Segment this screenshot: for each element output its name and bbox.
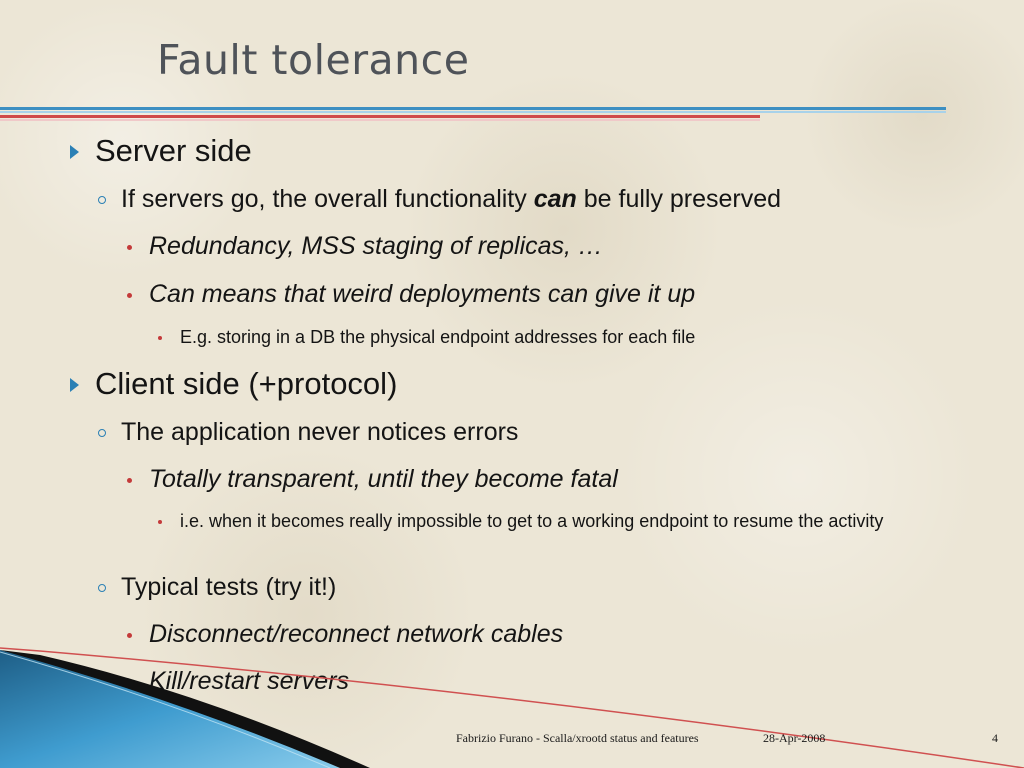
small-dot-bullet-icon — [158, 520, 162, 524]
dot-bullet-icon — [127, 680, 132, 685]
bullet-server-side: Server side — [95, 133, 252, 168]
dot-bullet-icon — [127, 245, 132, 250]
bullet-app-never: The application never notices errors — [121, 418, 519, 446]
dot-bullet-icon — [127, 478, 132, 483]
bullet-server-preserve: If servers go, the overall functionality… — [121, 185, 781, 214]
title-underline-decoration — [0, 107, 946, 121]
bullet-client-side: Client side (+protocol) — [95, 366, 398, 401]
bullet-redundancy: Redundancy, MSS staging of replicas, … — [149, 232, 603, 260]
bullet-typical-tests: Typical tests (try it!) — [121, 573, 337, 601]
footer-date: 28-Apr-2008 — [763, 731, 826, 745]
bullet-kill-restart: Kill/restart servers — [149, 667, 350, 695]
circle-bullet-icon — [98, 429, 106, 437]
footer-author: Fabrizio Furano - Scalla/xrootd status a… — [456, 731, 699, 745]
circle-bullet-icon — [98, 584, 106, 592]
bullet-eg-storing: E.g. storing in a DB the physical endpoi… — [180, 327, 696, 347]
bullet-ie-when: i.e. when it becomes really impossible t… — [180, 511, 884, 531]
circle-bullet-icon — [98, 196, 106, 204]
triangle-bullet-icon — [70, 378, 79, 392]
footer-page-number: 4 — [992, 731, 998, 745]
slide-title: Fault tolerance — [157, 36, 470, 84]
bullet-transparent: Totally transparent, until they become f… — [149, 465, 618, 493]
small-dot-bullet-icon — [158, 336, 162, 340]
text-segment: be fully preserved — [576, 185, 782, 213]
text-segment: If servers go, the overall functionality — [121, 185, 534, 213]
dot-bullet-icon — [127, 293, 132, 298]
bullet-can-means: Can means that weird deployments can giv… — [149, 280, 696, 308]
triangle-bullet-icon — [70, 145, 79, 159]
bullet-disconnect: Disconnect/reconnect network cables — [149, 620, 564, 648]
dot-bullet-icon — [127, 633, 132, 638]
emphasis-can: can — [533, 185, 577, 213]
